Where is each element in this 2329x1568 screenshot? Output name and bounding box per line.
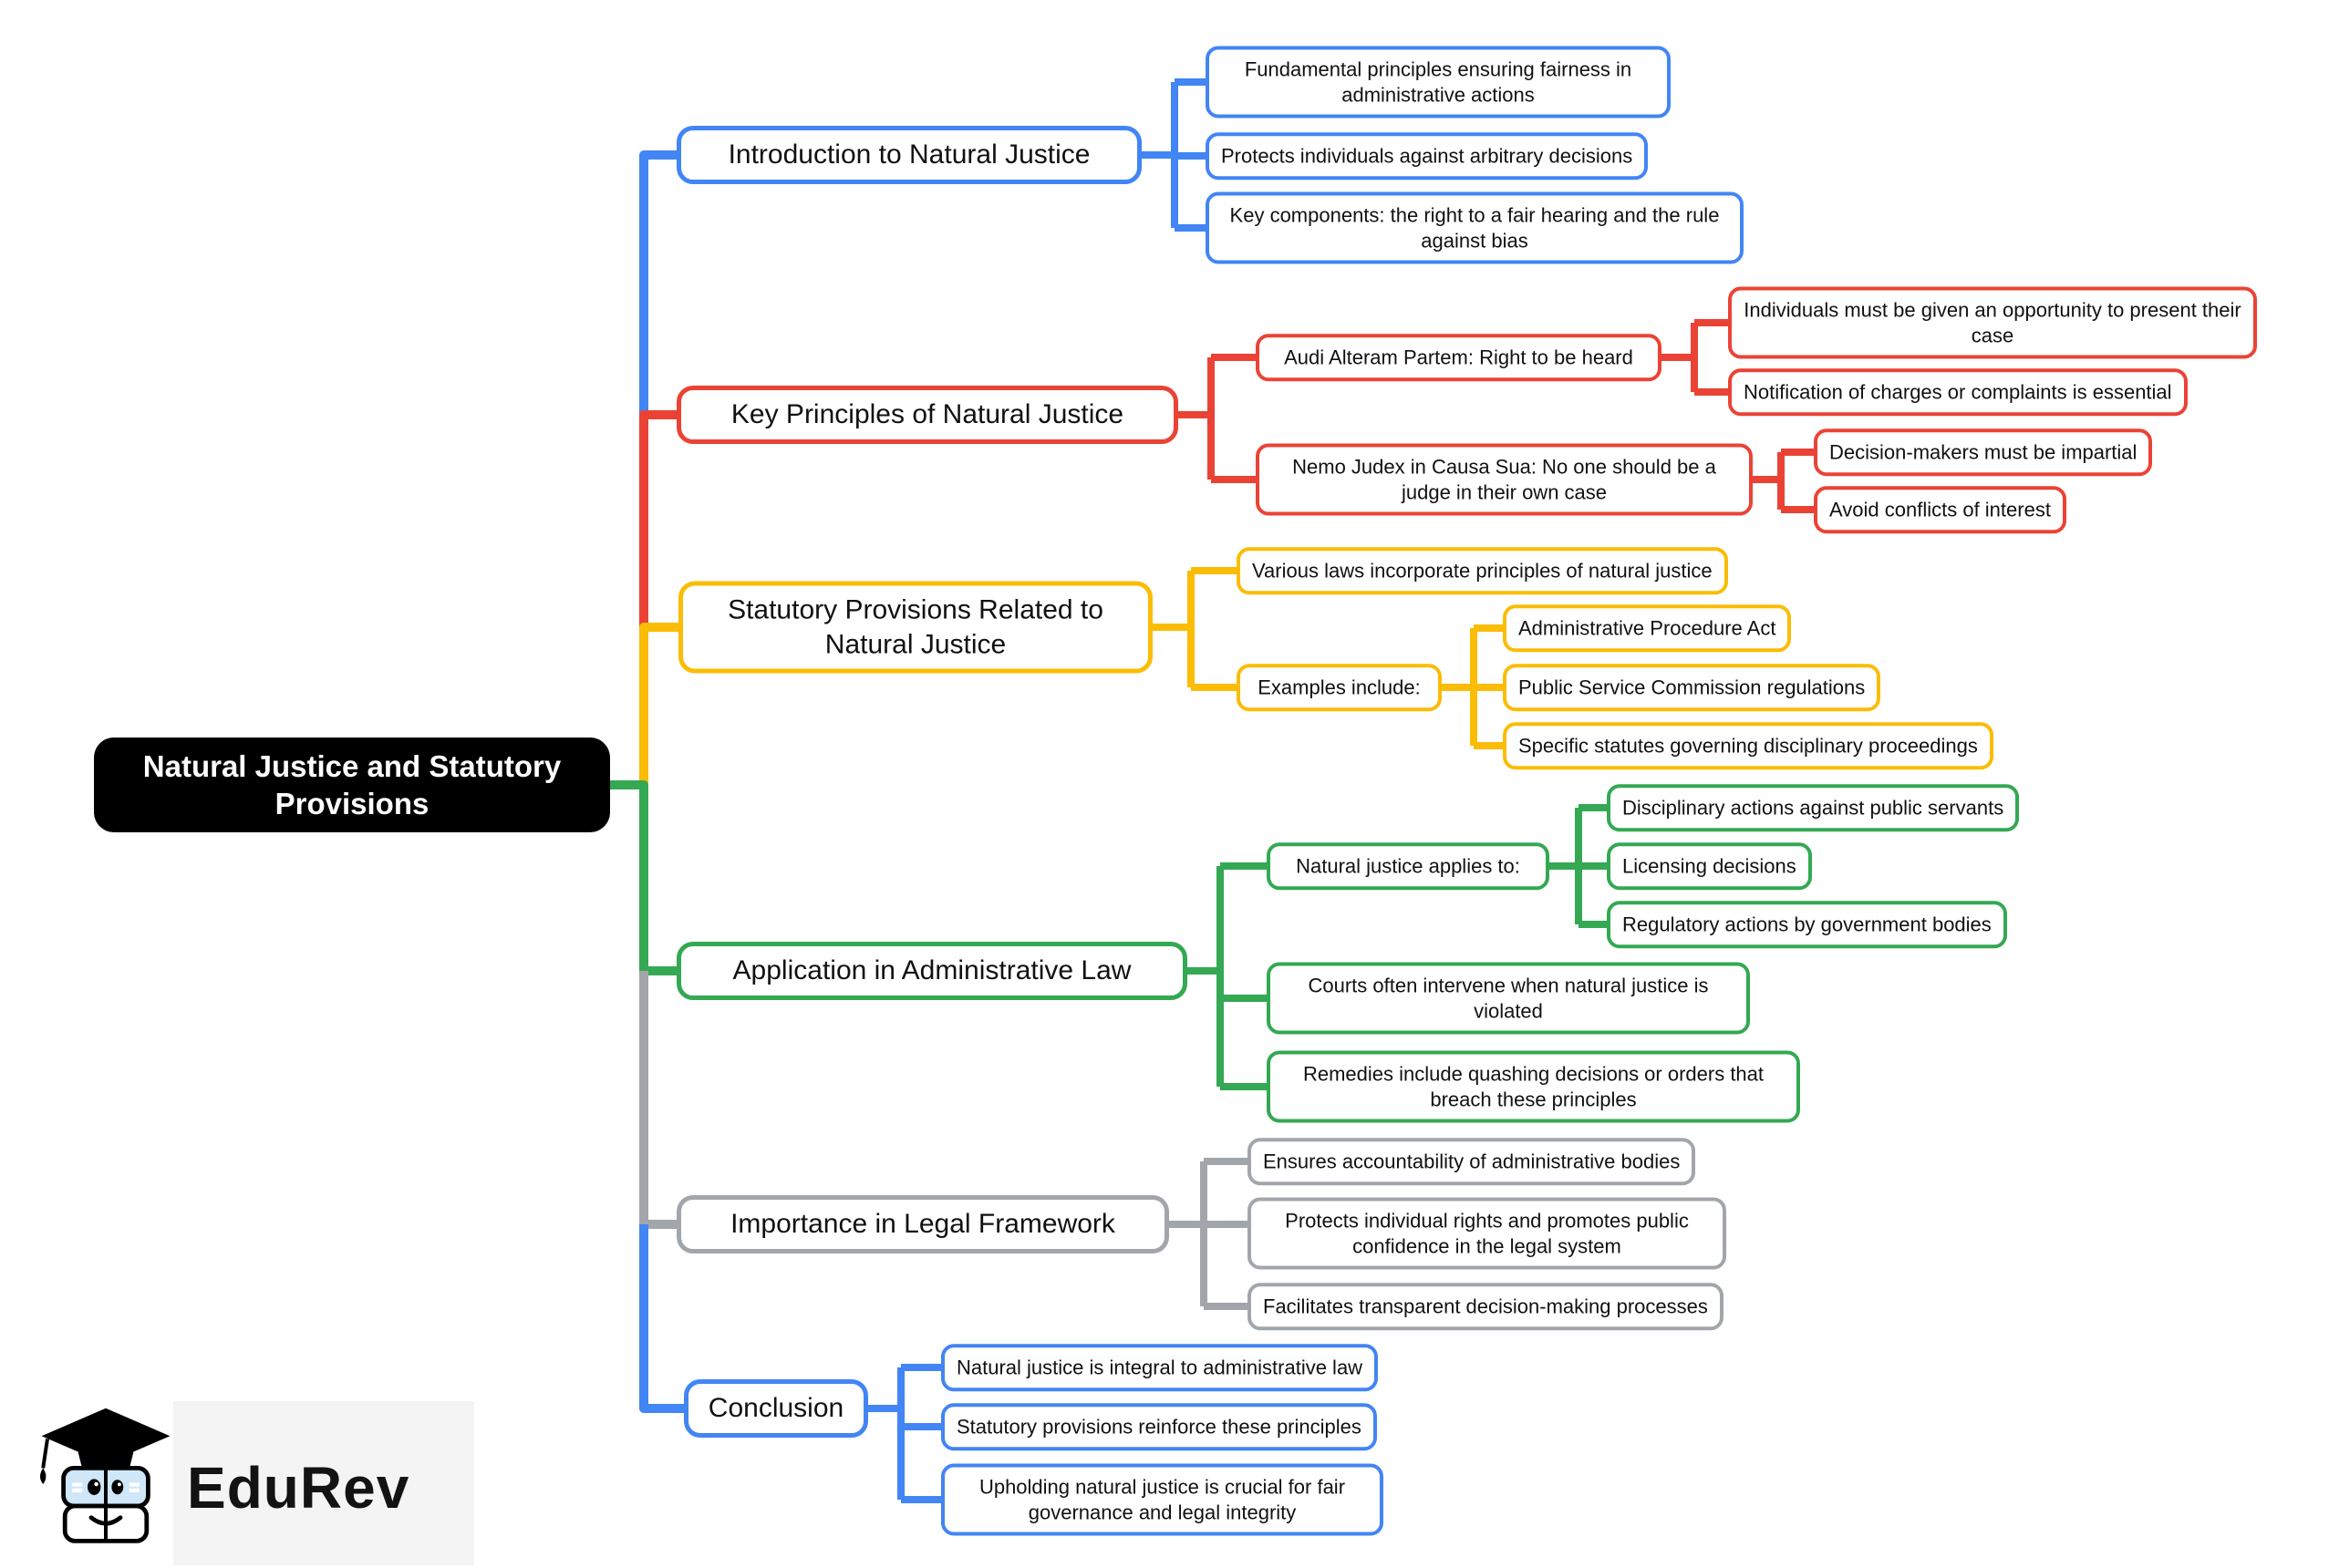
child-ensures-accountability: Ensures accountability of administrative… <box>1247 1138 1696 1185</box>
child-remedies-quashing: Remedies include quashing decisions or o… <box>1267 1050 1800 1123</box>
child-protects-individuals: Protects individuals against arbitrary d… <box>1206 132 1649 180</box>
child-facilitates-transparency: Facilitates transparent decision-making … <box>1247 1283 1723 1330</box>
child-licensing-decisions: Licensing decisions <box>1607 842 1812 890</box>
child-disciplinary-actions: Disciplinary actions against public serv… <box>1607 784 2020 831</box>
child-regulatory-actions: Regulatory actions by government bodies <box>1607 901 2007 948</box>
connector-key-principles-children <box>1178 319 1819 513</box>
child-examples-include: Examples include: <box>1237 664 1442 711</box>
connector-trunk-conclusion <box>639 1224 693 1413</box>
child-statutory-reinforce: Statutory provisions reinforce these pri… <box>941 1403 1377 1450</box>
child-opportunity-to-present: Individuals must be given an opportunity… <box>1728 286 2257 359</box>
child-audi-alteram-partem: Audi Alteram Partem: Right to be heard <box>1256 334 1661 381</box>
child-key-components: Key components: the right to a fair hear… <box>1206 191 1744 264</box>
child-applies-to: Natural justice applies to: <box>1267 842 1549 890</box>
branch-statutory-provisions: Statutory Provisions Related to Natural … <box>678 581 1153 674</box>
child-impartial-decision-makers: Decision-makers must be impartial <box>1814 428 2153 476</box>
child-upholding-crucial: Upholding natural justice is crucial for… <box>941 1463 1383 1536</box>
child-fundamental-principles: Fundamental principles ensuring fairness… <box>1206 46 1671 119</box>
branch-importance: Importance in Legal Framework <box>677 1195 1169 1253</box>
logo-backdrop <box>173 1401 474 1565</box>
connector-conclusion-children <box>868 1364 947 1503</box>
child-notification-of-charges: Notification of charges or complaints is… <box>1728 368 2188 416</box>
connector-importance-children <box>1169 1158 1253 1310</box>
child-administrative-procedure-act: Administrative Procedure Act <box>1503 604 1792 652</box>
branch-application: Application in Administrative Law <box>677 942 1187 1000</box>
child-nemo-judex: Nemo Judex in Causa Sua: No one should b… <box>1256 443 1753 516</box>
child-courts-intervene: Courts often intervene when natural just… <box>1267 962 1750 1035</box>
branch-key-principles: Key Principles of Natural Justice <box>677 386 1178 444</box>
connector-statutory-children <box>1153 567 1508 749</box>
branch-introduction: Introduction to Natural Justice <box>677 126 1142 184</box>
brand-wordmark: EduRev <box>187 1455 410 1521</box>
child-specific-statutes: Specific statutes governing disciplinary… <box>1503 722 1993 769</box>
connector-application-children <box>1187 804 1612 1090</box>
edurev-mascot-icon <box>40 1408 171 1543</box>
child-integral-to-administrative-law: Natural justice is integral to administr… <box>941 1344 1379 1391</box>
child-various-laws: Various laws incorporate principles of n… <box>1237 547 1728 594</box>
connector-trunk-statutory <box>639 623 688 785</box>
child-public-service-commission: Public Service Commission regulations <box>1503 664 1881 711</box>
child-protects-rights-confidence: Protects individual rights and promotes … <box>1247 1197 1726 1270</box>
child-avoid-conflicts: Avoid conflicts of interest <box>1814 486 2066 533</box>
connector-trunk-importance <box>639 971 686 1229</box>
root-node: Natural Justice and Statutory Provisions <box>94 738 610 832</box>
branch-conclusion: Conclusion <box>684 1379 868 1438</box>
connector-trunk-key-principles <box>639 410 686 627</box>
connector-trunk-introduction <box>639 150 686 415</box>
connector-trunk-application <box>608 780 686 975</box>
connector-introduction-children <box>1142 78 1211 232</box>
